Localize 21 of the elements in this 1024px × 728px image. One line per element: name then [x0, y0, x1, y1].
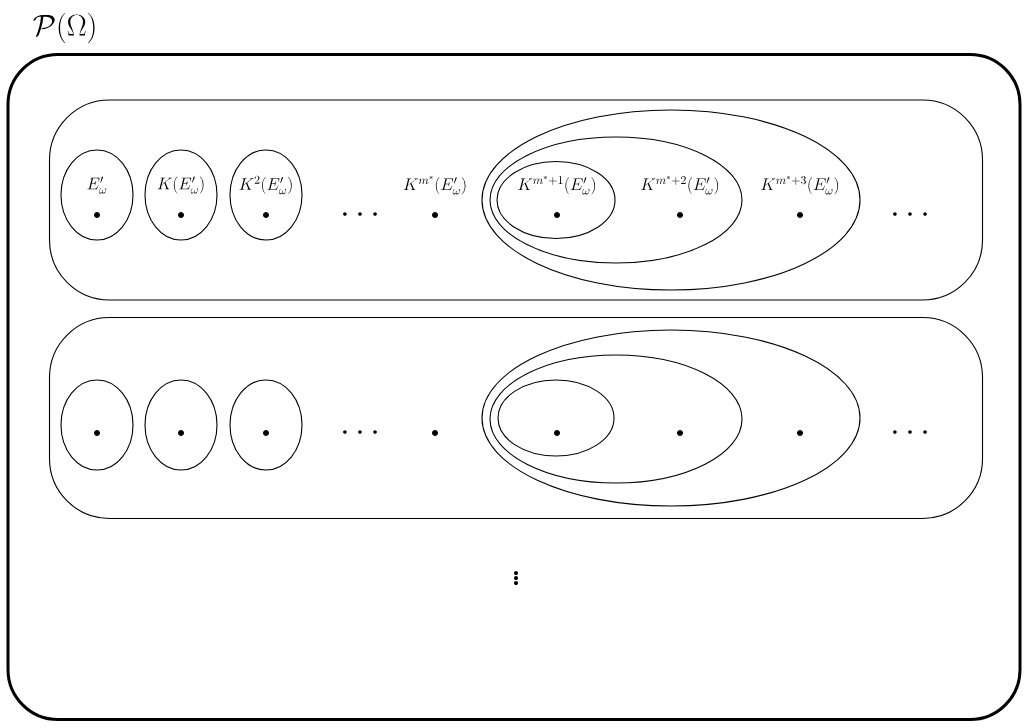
- ellipse: [489, 354, 743, 484]
- element-label: $K(E'_\omega)$: [157, 176, 204, 194]
- element-label: $E'_\omega$: [87, 176, 107, 194]
- rounded-box: [48, 316, 984, 520]
- ellipsis-dots: $\cdots$: [343, 430, 377, 434]
- rounded-box: [48, 99, 984, 301]
- element-label: $K^{m^*+2}(E'_\omega)$: [641, 175, 719, 195]
- ellipse: [497, 379, 615, 457]
- set-label: $\mathcal{P}(\Omega)$: [33, 13, 95, 43]
- element-label: $K^2(E'_\omega)$: [239, 175, 292, 195]
- ellipse: [60, 379, 134, 471]
- ellipse: [481, 329, 861, 507]
- ellipse: [229, 379, 303, 471]
- element-label: $K^{m^*}(E'_\omega)$: [403, 175, 466, 195]
- element-label: $K^{m^*+3}(E'_\omega)$: [761, 175, 839, 195]
- ellipsis-dots: $\cdots$: [893, 430, 927, 434]
- ellipsis-dots: $\vdots$: [514, 571, 518, 586]
- ellipsis-dots: $\cdots$: [893, 212, 927, 216]
- ellipsis-dots: $\cdots$: [343, 212, 377, 216]
- ellipse: [144, 379, 218, 471]
- element-label: $K^{m^*+1}(E'_\omega)$: [518, 175, 596, 195]
